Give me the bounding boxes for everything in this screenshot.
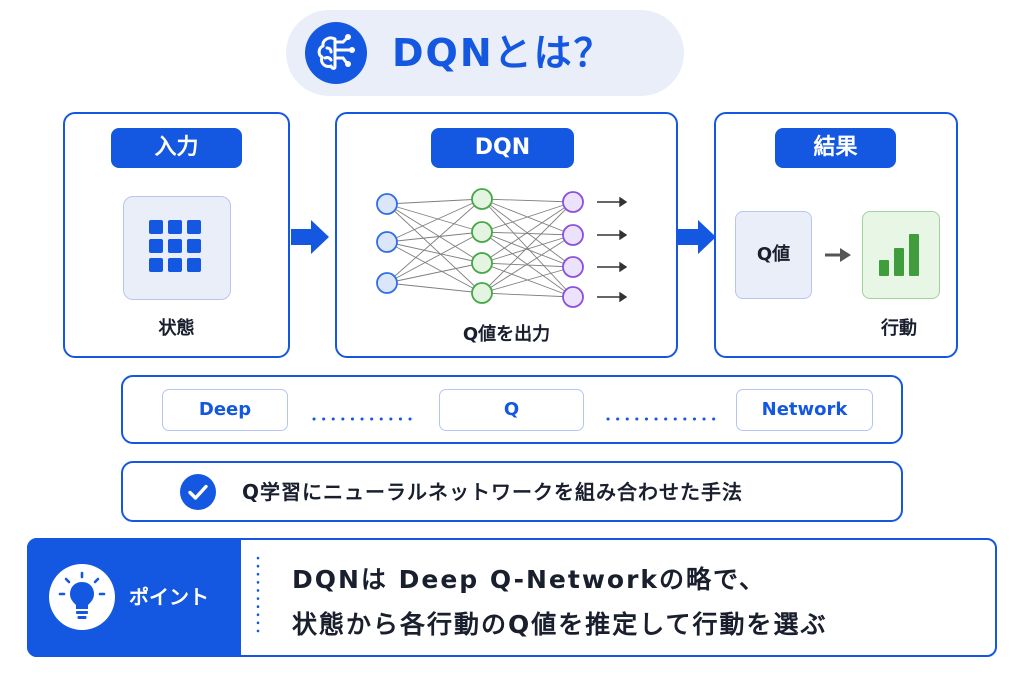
lightbulb-icon (49, 564, 115, 630)
point-label: ポイント (129, 585, 209, 609)
definition-text: Q学習にニューラルネットワークを組み合わせた手法 (242, 480, 744, 504)
definition-panel (121, 461, 903, 522)
point-text-line1: DQNは Deep Q-Networkの略で、 (292, 565, 767, 594)
result-tag: 結果 (775, 128, 896, 168)
arrow-right-icon (289, 218, 331, 260)
neural-network-diagram (365, 180, 635, 319)
dotted-connector (312, 407, 416, 426)
grid-icon (123, 196, 231, 300)
network-chip: Network (736, 389, 873, 431)
brain-circuit-icon (305, 22, 367, 84)
q-value-output-label: Q値を出力 (462, 324, 551, 345)
check-icon (180, 474, 216, 510)
state-label: 状態 (158, 318, 195, 339)
input-tag: 入力 (111, 128, 242, 168)
dqn-tag: DQN (431, 128, 574, 168)
arrow-right-icon (676, 218, 718, 260)
bar-chart-icon (862, 211, 940, 299)
q-chip: Q (439, 389, 584, 431)
deep-chip: Deep (162, 389, 288, 431)
action-label: 行動 (881, 318, 917, 339)
page-title: DQNとは？ (392, 31, 614, 75)
point-text-line2: 状態から各行動のQ値を推定して行動を選ぶ (292, 610, 828, 639)
dotted-connector (606, 407, 716, 426)
arrow-right-icon (823, 244, 853, 270)
q-value-box: Q値 (735, 211, 812, 299)
dotted-divider (255, 556, 261, 644)
